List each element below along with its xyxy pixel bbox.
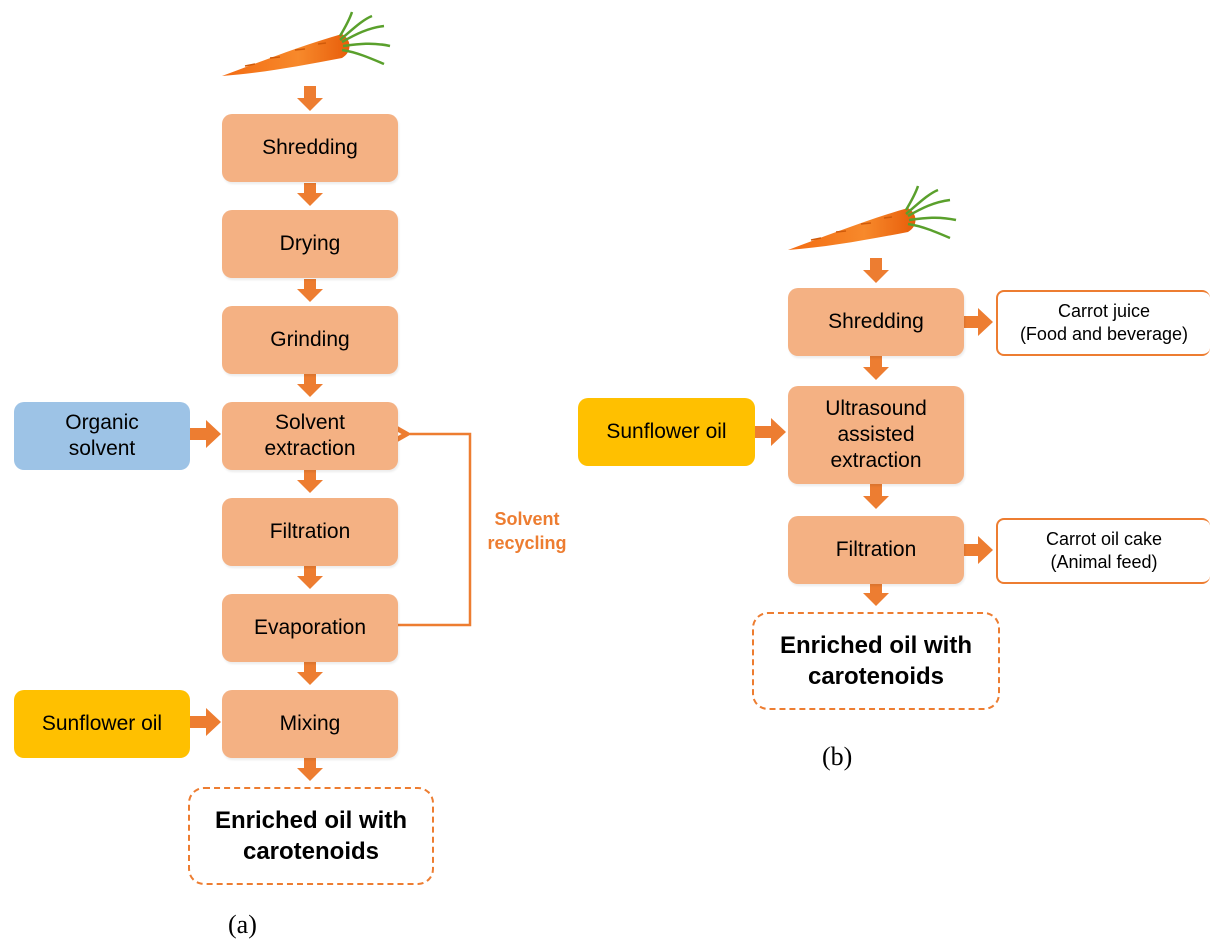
flow-arrows-b xyxy=(755,258,993,606)
output-enriched-oil-b: Enriched oil with carotenoids xyxy=(752,612,1000,710)
down-arrow xyxy=(297,183,323,206)
down-arrow xyxy=(863,581,889,606)
down-arrow xyxy=(297,374,323,397)
output-enriched-oil-a: Enriched oil with carotenoids xyxy=(188,787,434,885)
down-arrow xyxy=(297,470,323,493)
right-arrow xyxy=(190,420,221,448)
recycle-label: Solvent recycling xyxy=(487,509,567,554)
caption-b: (b) xyxy=(822,742,853,771)
step-mixing-a: Mixing xyxy=(222,690,398,758)
recycle-line xyxy=(398,434,472,627)
byproduct-carrot-juice: Carrot juice (Food and beverage) xyxy=(996,290,1210,356)
input-organic-solvent: Organic solvent xyxy=(14,402,190,470)
step-evaporation-a: Evaporation xyxy=(222,594,398,662)
down-arrow xyxy=(297,566,323,589)
step-ultrasound-extraction-b: Ultrasound assisted extraction xyxy=(788,386,964,484)
right-arrow xyxy=(964,308,993,336)
down-arrow xyxy=(863,258,889,283)
down-arrow xyxy=(297,758,323,781)
byproduct-carrot-oil-cake: Carrot oil cake (Animal feed) xyxy=(996,518,1210,584)
step-shredding-b: Shredding xyxy=(788,288,964,356)
step-filtration-a: Filtration xyxy=(222,498,398,566)
right-arrow xyxy=(964,536,993,564)
input-sunflower-oil-a: Sunflower oil xyxy=(14,690,190,758)
right-arrow xyxy=(190,708,221,736)
down-arrow xyxy=(297,279,323,302)
down-arrow xyxy=(863,355,889,380)
caption-a: (a) xyxy=(228,910,257,939)
step-filtration-b: Filtration xyxy=(788,516,964,584)
step-drying-a: Drying xyxy=(222,210,398,278)
flow-arrows-a xyxy=(190,86,323,781)
step-solvent-extraction-a: Solvent extraction xyxy=(222,402,398,470)
input-sunflower-oil-b: Sunflower oil xyxy=(578,398,755,466)
carrot-icon xyxy=(222,11,391,76)
down-arrow xyxy=(297,86,323,111)
down-arrow xyxy=(297,662,323,685)
carrot-icon xyxy=(788,185,957,250)
right-arrow xyxy=(755,418,786,446)
step-shredding-a: Shredding xyxy=(222,114,398,182)
step-grinding-a: Grinding xyxy=(222,306,398,374)
down-arrow xyxy=(863,484,889,509)
